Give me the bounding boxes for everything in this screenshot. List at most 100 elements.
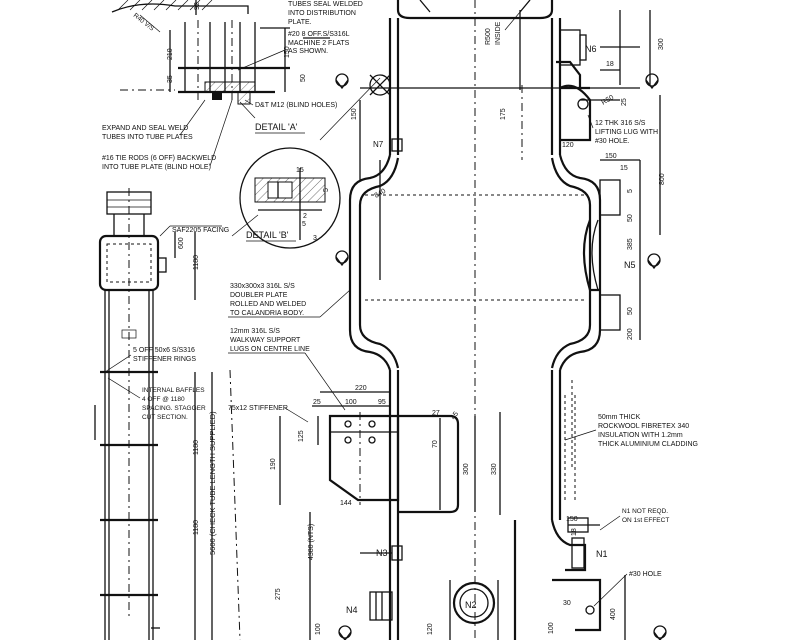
note-doubler1: 330x300x3 316L S/S: [230, 283, 295, 290]
detail-b-title: DETAIL 'B': [246, 230, 289, 240]
dim-120a: 120: [562, 142, 574, 149]
dim-220: 220: [355, 385, 367, 392]
dim-100: 100: [345, 399, 357, 406]
lower-nozzles: 4380 (NTS) N3 N4 275 100 120 N2 N1 150 N…: [275, 508, 669, 640]
dim-150c-top: 150: [605, 153, 617, 160]
note-tie1: #16 TIE RODS (6 OFF) BACKWELD: [102, 155, 216, 162]
top-left-notes: TUBES SEAL WELDED INTO DISTRIBUTION PLAT…: [102, 1, 363, 171]
note-walk3: LUGS ON CENTRE LINE: [230, 346, 310, 353]
dim-1180c: 1180: [193, 520, 200, 535]
inside-label: INSIDE: [495, 21, 502, 45]
dim-50a: 50: [300, 74, 307, 82]
dim-92: 92: [194, 2, 201, 10]
note-lug3: #30 HOLE.: [595, 138, 630, 145]
dim-45: 45: [450, 411, 460, 421]
dim-35: 35: [167, 75, 174, 83]
dim-1180b: 1180: [193, 440, 200, 455]
datum-symbol: [645, 73, 659, 90]
note-tubes-seal: TUBES SEAL WELDED: [288, 1, 363, 8]
dim-3: 3: [313, 235, 317, 242]
note-baffle3: SPACING. STAGGER: [142, 405, 206, 412]
dim-5600: 5600 (CHECK TUBE LENGTH SUPPLIED): [208, 411, 217, 555]
nozzle-n5-area: 150 800 5 50 385 50 200 N5 15: [599, 95, 666, 340]
note-saf: SAF2205 FACING: [172, 227, 229, 234]
dim-800: 800: [659, 173, 666, 185]
nozzle-n6-label: N6: [585, 44, 597, 54]
note-ins1: 50mm THICK: [598, 414, 641, 421]
note-blind: D&T M12 (BLIND HOLES): [255, 102, 337, 109]
dim-100c: 100: [548, 622, 555, 634]
dim-175: 175: [500, 108, 507, 120]
note-stud: #20 8 OFF.S/S316L: [288, 31, 350, 38]
dim-1180a: 1180: [193, 255, 200, 270]
dim-15c: 15: [620, 165, 628, 172]
dim-400: 400: [610, 608, 617, 620]
tube-plate-section: 150 50 210 35: [167, 20, 307, 105]
r500-label: R500: [485, 28, 492, 45]
r40-label: R40 V/S: [132, 12, 156, 33]
note-baffle4: CUT SECTION.: [142, 414, 188, 421]
dim-840: 840: [374, 188, 388, 200]
dim-50c: 50: [627, 307, 634, 315]
note-doubler2: DOUBLER PLATE: [230, 292, 288, 299]
left-elevation: SAF2205 FACING 600 1180 1180 1180 5600 (…: [94, 188, 229, 640]
note-machine: MACHINE 2 FLATS: [288, 40, 350, 47]
datum-symbol: [335, 73, 349, 90]
head-detail: 92 R40 V/S: [111, 0, 249, 33]
dim-25: 25: [621, 98, 628, 106]
dim-18b: 18: [571, 528, 578, 536]
middle-notes: 330x300x3 316L S/S DOUBLER PLATE ROLLED …: [228, 283, 351, 423]
dim-100b: 100: [315, 623, 322, 635]
dim-4380: 4380 (NTS): [308, 524, 315, 560]
dim-50b: 50: [627, 214, 634, 222]
dim-95: 95: [378, 399, 386, 406]
note-as-shown: AS SHOWN.: [288, 48, 328, 55]
dim-300a: 300: [658, 38, 665, 50]
nozzle-n2-label: N2: [465, 600, 477, 610]
dim-150c: 150: [566, 516, 578, 523]
note-walk2: WALKWAY SUPPORT: [230, 337, 301, 344]
dim-600: 600: [178, 237, 185, 249]
nozzle-n7-label: N7: [373, 140, 384, 149]
note-into-dist: INTO DISTRIBUTION: [288, 10, 356, 17]
note-n1-req2: ON 1st EFFECT: [622, 517, 669, 524]
datum-symbol: [338, 625, 352, 640]
note-ins4: THICK ALUMINIUM CLADDING: [598, 441, 698, 448]
dim-18: 18: [606, 61, 614, 68]
note-lug1: 12 THK 316 S/S: [595, 120, 646, 127]
dim-2: 2: [303, 213, 307, 220]
dim-150b: 150: [351, 108, 358, 120]
insulation-note: 50mm THICK ROCKWOOL FIBRETEX 340 INSULAT…: [564, 414, 698, 448]
note-baffle2: 4 OFF @ 1180: [142, 396, 185, 403]
dim-5c: 5: [627, 189, 634, 193]
nozzle-n1-label: N1: [596, 549, 608, 559]
datum-symbol: [653, 625, 667, 640]
dim-15: 15: [296, 167, 304, 174]
dim-125: 125: [298, 430, 305, 442]
note-n1-req1: N1 NOT REQD.: [622, 508, 668, 515]
note-stiff1: 5 OFF 50x6 S/S316: [133, 347, 195, 354]
note-stiff2: STIFFENER RINGS: [133, 356, 196, 363]
note-expand2: TUBES INTO TUBE PLATES: [102, 134, 193, 141]
note-plate: PLATE.: [288, 19, 312, 26]
datum-symbol: [335, 250, 349, 267]
dim-330: 330: [491, 463, 498, 475]
dim-5a: 5: [323, 188, 330, 192]
dim-144: 144: [340, 500, 352, 507]
walkway-lug: 220 25 100 95 125 190 144 27 45 70 300 3…: [270, 385, 501, 515]
vessel-body: R500 INSIDE N7 840 150 175: [348, 0, 640, 640]
dim-r50: R50: [601, 94, 616, 107]
datum-symbols: [335, 73, 667, 640]
nozzle-n5-label: N5: [624, 260, 636, 270]
dim-275: 275: [275, 588, 282, 600]
note-doubler3: ROLLED AND WELDED: [230, 301, 306, 308]
datum-symbol: [647, 253, 661, 270]
note-lug2: LIFTING LUG WITH: [595, 129, 658, 136]
note-baffle1: INTERNAL BAFFLES: [142, 387, 205, 394]
dim-25b: 25: [313, 399, 321, 406]
detail-a-title: DETAIL 'A': [255, 122, 298, 132]
dim-70: 70: [432, 440, 439, 448]
dim-27: 27: [432, 410, 440, 417]
construction-lines: [120, 89, 576, 640]
